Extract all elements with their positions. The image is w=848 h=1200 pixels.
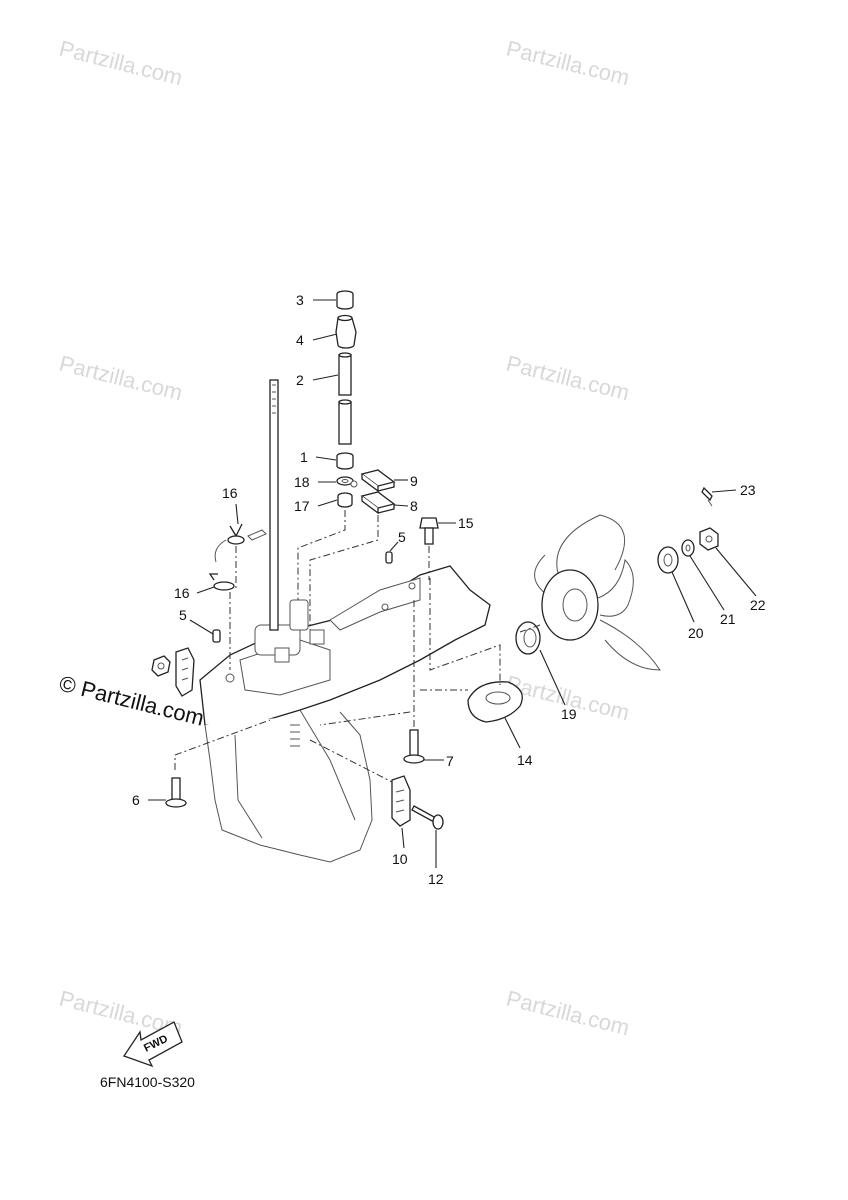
part-18-washer <box>336 476 358 488</box>
part-22-nut <box>699 527 719 551</box>
part-4-seal <box>335 314 357 349</box>
part-14-plate <box>467 681 523 723</box>
fwd-arrow: FWD <box>122 1021 183 1068</box>
part-9-pad <box>360 469 396 493</box>
callout-label: 4 <box>296 332 304 348</box>
callout-label: 15 <box>458 515 474 531</box>
diagram-code: 6FN4100-S320 <box>100 1074 195 1090</box>
part-19-spacer <box>515 621 541 655</box>
part-10-trim-tab <box>391 775 411 827</box>
part-16-clip-lower <box>208 573 235 591</box>
callout-label: 22 <box>750 597 766 613</box>
callout-label: 16 <box>222 485 238 501</box>
lower-unit-housing <box>199 565 491 863</box>
part-6-bolt <box>165 777 187 808</box>
watermark: Partzilla.com <box>504 351 632 406</box>
callout-label: 16 <box>174 585 190 601</box>
propeller <box>534 514 661 671</box>
callout-label: 14 <box>517 752 533 768</box>
callout-label: 2 <box>296 372 304 388</box>
drive-shaft <box>269 379 279 631</box>
part-3-cap <box>336 290 354 310</box>
callout-label: 20 <box>688 625 704 641</box>
callout-label: 19 <box>561 706 577 722</box>
part-8-pad <box>360 491 396 515</box>
watermarks: Partzilla.com Partzilla.com Partzilla.co… <box>57 36 632 1041</box>
part-1-grommet <box>336 452 354 470</box>
callout-label: 9 <box>410 473 418 489</box>
part-17-bushing <box>337 492 353 508</box>
callout-label: 12 <box>428 871 444 887</box>
watermark: Partzilla.com <box>504 36 632 91</box>
callout-label: 3 <box>296 292 304 308</box>
callouts: 3 4 2 1 18 17 9 8 16 16 5 5 15 23 22 21 <box>132 292 766 887</box>
part-5-pin-left <box>212 629 221 643</box>
callout-label: 17 <box>294 498 310 514</box>
callout-label: 5 <box>398 529 406 545</box>
callout-label: 21 <box>720 611 736 627</box>
part-16-clip-upper <box>214 523 267 563</box>
callout-label: 6 <box>132 792 140 808</box>
part-15-bolt <box>419 517 439 545</box>
part-7-bolt <box>403 729 425 764</box>
assembly-lines <box>174 510 541 783</box>
callout-label: 23 <box>740 482 756 498</box>
part-13-plate <box>175 647 195 697</box>
part-23-cotter-pin <box>701 486 713 507</box>
callout-label: 10 <box>392 851 408 867</box>
part-20-washer <box>657 546 679 574</box>
watermark: Partzilla.com <box>57 351 185 406</box>
part-2-tube <box>338 352 352 445</box>
callout-label: 18 <box>294 474 310 490</box>
watermark: Partzilla.com <box>504 986 632 1041</box>
callout-label: 8 <box>410 498 418 514</box>
watermark: Partzilla.com <box>57 36 185 91</box>
part-12-bolt <box>411 805 444 830</box>
callout-label: 7 <box>446 753 454 769</box>
callout-label: 1 <box>300 449 308 465</box>
callout-label: 5 <box>179 607 187 623</box>
part-21-washer <box>681 539 695 557</box>
part-5-pin-right <box>385 551 393 564</box>
part-11-nut <box>151 655 171 677</box>
